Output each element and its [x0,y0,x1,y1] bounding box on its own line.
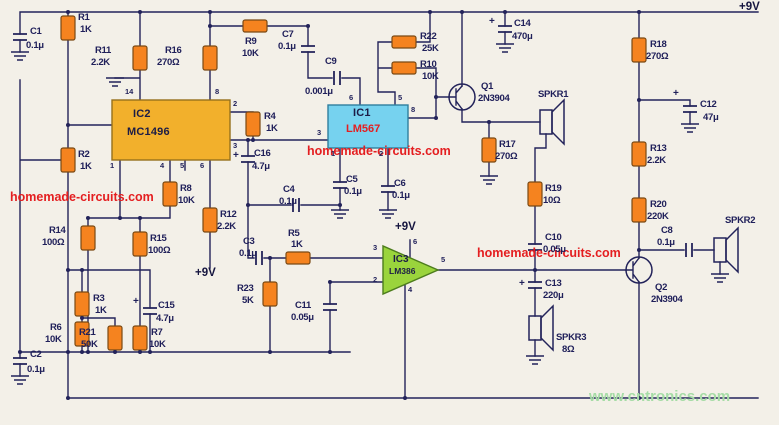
junction-dots [18,10,641,400]
resistor-r22 [391,35,417,49]
resistor-r15 [132,231,148,257]
resistor-r23 [262,281,278,307]
resistor-r8 [162,181,178,207]
resistor-r12 [202,207,218,233]
resistor-r20 [631,197,647,223]
speaker-spkr1 [539,98,565,146]
ic1-body [327,104,409,149]
resistor-r4 [245,111,261,137]
transistor-q1 [448,83,476,111]
resistor-r5 [285,251,311,265]
resistor-r17 [481,137,497,163]
resistor-r19 [527,181,543,207]
ic3-body [382,244,440,296]
capacitor-plates [13,25,697,365]
speaker-spkr3 [528,304,554,352]
resistor-r13 [631,141,647,167]
resistor-r7 [132,325,148,351]
resistor-r9 [242,19,268,33]
transistor-q2 [625,256,653,284]
ic2-body [111,99,231,161]
ground-symbols [11,43,729,385]
resistor-r1 [60,15,76,41]
resistor-r18 [631,37,647,63]
resistor-r21 [107,325,123,351]
resistor-r10 [391,61,417,75]
resistor-r3 [74,291,90,317]
resistor-r14 [80,225,96,251]
resistor-r16 [202,45,218,71]
resistor-r11 [132,45,148,71]
wires [19,11,759,399]
resistor-r6 [74,321,90,347]
resistor-r2 [60,147,76,173]
speaker-spkr2 [713,226,739,274]
resistors [60,15,647,351]
